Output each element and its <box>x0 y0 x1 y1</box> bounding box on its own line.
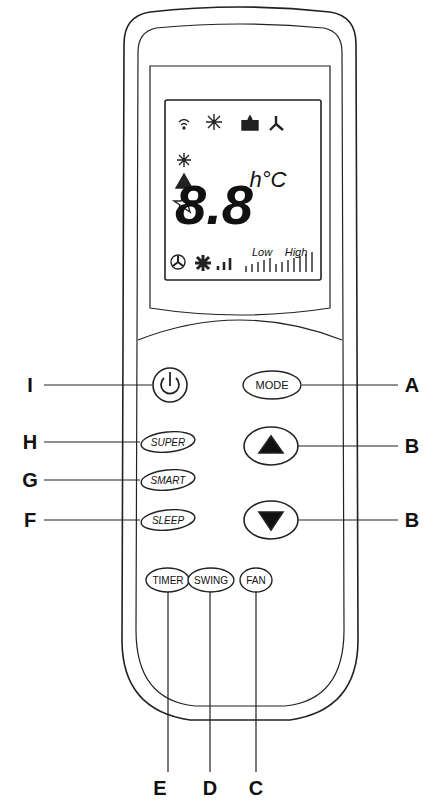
callout-letter: F <box>24 510 36 530</box>
button-label: MODE <box>256 379 289 391</box>
display-digits: 8.8 <box>175 177 253 233</box>
callout-letter: I <box>27 375 33 395</box>
sleep-button: SLEEP <box>140 509 196 531</box>
fan-high: High <box>285 247 308 258</box>
button-label: FAN <box>246 575 265 586</box>
smart-button: SMART <box>140 469 196 491</box>
callout-letter: E <box>153 778 166 798</box>
callout-letter: B <box>405 510 419 530</box>
timer-button: TIMER <box>145 567 190 593</box>
callout-letter: C <box>249 778 263 798</box>
fan-low: Low <box>252 247 272 258</box>
display-unit: h°C <box>250 169 287 191</box>
button-label: SUPER <box>151 437 185 448</box>
super-button: SUPER <box>140 431 196 453</box>
mode-button: MODE <box>242 370 302 400</box>
button-label: SWING <box>194 575 228 586</box>
callout-letter: G <box>22 470 38 490</box>
button-label: SLEEP <box>152 515 184 526</box>
button-label: SMART <box>151 475 186 486</box>
button-label: TIMER <box>152 575 183 586</box>
callout-letter: D <box>203 778 217 798</box>
callout-letter: A <box>405 375 419 395</box>
callout-letter: B <box>405 436 419 456</box>
callout-letter: H <box>23 432 37 452</box>
swing-button: SWING <box>187 567 235 593</box>
fan-button: FAN <box>239 567 273 593</box>
